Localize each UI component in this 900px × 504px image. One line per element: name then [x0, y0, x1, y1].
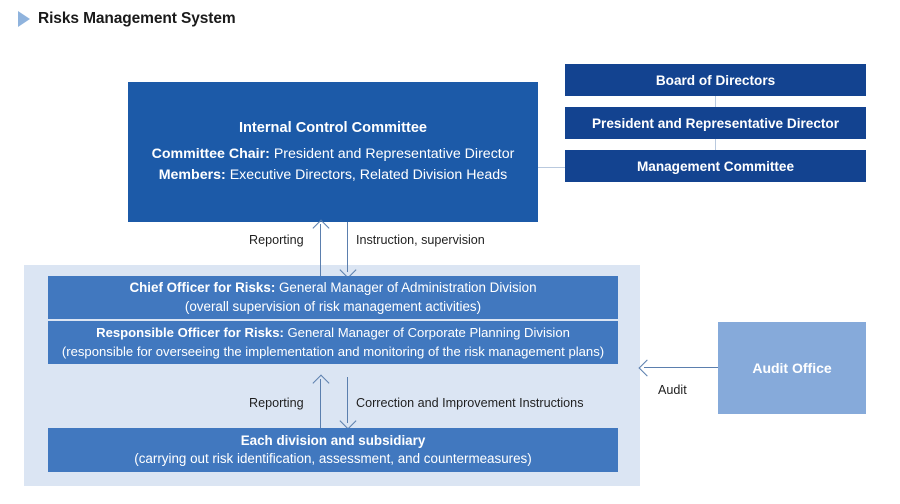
responsible-officer-value: General Manager of Corporate Planning Di…	[287, 325, 570, 341]
box-president-representative-director-label: President and Representative Director	[591, 115, 840, 131]
box-board-of-directors[interactable]: Board of Directors	[565, 64, 866, 96]
box-responsible-officer-for-risks[interactable]: Responsible Officer for Risks: General M…	[48, 321, 618, 364]
connector-president-to-management	[715, 139, 716, 150]
box-audit-office[interactable]: Audit Office	[718, 322, 866, 414]
triangle-right-icon	[18, 11, 30, 27]
arrow-left-audit	[638, 359, 656, 377]
responsible-officer-label: Responsible Officer for Risks:	[96, 325, 284, 341]
box-each-division-and-subsidiary[interactable]: Each division and subsidiary (carrying o…	[48, 428, 618, 472]
page-title: Risks Management System	[18, 10, 236, 28]
audit-office-label: Audit Office	[752, 360, 832, 376]
box-management-committee-label: Management Committee	[636, 158, 795, 174]
box-chief-officer-for-risks[interactable]: Chief Officer for Risks: General Manager…	[48, 276, 618, 319]
connector-reporting-upper-line	[320, 224, 321, 282]
responsible-officer-row: Responsible Officer for Risks: General M…	[96, 324, 570, 342]
caption-instruction-supervision: Instruction, supervision	[356, 233, 485, 247]
box-president-representative-director[interactable]: President and Representative Director	[565, 107, 866, 139]
connector-instruction-line	[347, 222, 348, 272]
caption-audit: Audit	[658, 383, 687, 397]
caption-correction-improvement: Correction and Improvement Instructions	[356, 396, 584, 410]
connector-audit-line	[644, 367, 718, 368]
connector-board-to-president	[715, 96, 716, 107]
chief-officer-label: Chief Officer for Risks:	[129, 280, 276, 295]
box-internal-control-committee[interactable]: Internal Control Committee Committee Cha…	[128, 82, 538, 222]
divisions-title: Each division and subsidiary	[240, 432, 426, 448]
committee-members-value: Executive Directors, Related Division He…	[229, 167, 508, 184]
arrow-up-reporting-upper	[312, 219, 330, 237]
caption-reporting-lower: Reporting	[249, 396, 304, 410]
page-title-text: Risks Management System	[38, 10, 236, 27]
responsible-officer-note: (responsible for overseeing the implemen…	[61, 343, 605, 359]
caption-reporting-upper: Reporting	[249, 233, 304, 247]
committee-chair-row: Committee Chair: President and Represent…	[152, 144, 515, 166]
connector-reporting-lower-line	[320, 379, 321, 432]
box-board-of-directors-label: Board of Directors	[655, 72, 776, 88]
connector-committee-to-governance	[538, 167, 565, 168]
committee-members-label: Members:	[158, 167, 226, 184]
divisions-note: (carrying out risk identification, asses…	[134, 451, 532, 466]
connector-correction-line	[347, 377, 348, 423]
box-management-committee[interactable]: Management Committee	[565, 150, 866, 182]
committee-chair-label: Committee Chair:	[151, 145, 270, 162]
chief-officer-note: (overall supervision of risk management …	[184, 298, 482, 314]
chief-officer-value: General Manager of Administration Divisi…	[279, 280, 537, 295]
committee-members-row: Members: Executive Directors, Related Di…	[159, 165, 508, 187]
chief-officer-row: Chief Officer for Risks: General Manager…	[129, 279, 536, 298]
committee-chair-value: President and Representative Director	[273, 145, 515, 162]
committee-heading: Internal Control Committee	[238, 120, 428, 137]
